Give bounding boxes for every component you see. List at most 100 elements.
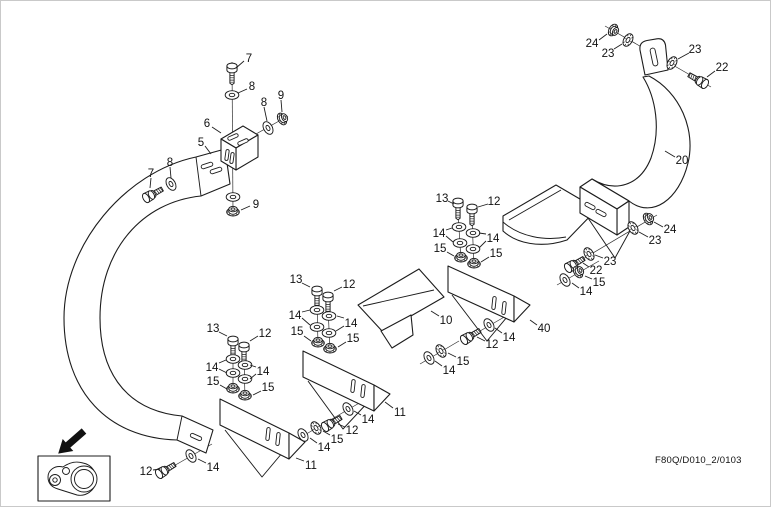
part-10-scoop [357,268,445,349]
part-40-plate [447,265,531,323]
bolt-icon [322,291,334,315]
mounting-slot [649,47,659,67]
mounting-slot [584,201,596,211]
part-label-13: 13 [207,323,220,335]
label-leader-line [309,437,318,444]
part-40-scoop [502,184,598,245]
part-label-23: 23 [604,256,617,268]
mounting-slot [265,427,271,441]
nut-icon [226,382,240,394]
part-label-14: 14 [503,332,516,344]
plate-lower-flanges [224,217,632,478]
label-leader-line [218,368,228,374]
part-label-11: 11 [305,460,317,472]
label-leader-line [653,221,664,228]
label-leader-line [664,150,676,158]
mounting-slot [209,166,223,175]
washer-icon [183,447,199,465]
label-leader-line [152,468,161,471]
label-leader-line [169,166,172,179]
part-label-7: 7 [246,53,252,65]
part-label-5: 5 [198,137,204,149]
label-leader-line [613,43,623,50]
part-label-15: 15 [347,333,360,345]
part-label-12: 12 [488,196,501,208]
label-leader-line [478,232,487,235]
label-leader-line [598,33,608,41]
part-label-13: 13 [436,193,449,205]
part-label-14: 14 [318,442,331,454]
washer-icon [237,360,253,370]
washer-icon [309,322,325,332]
mounting-slot [491,296,497,310]
part-label-15: 15 [490,248,503,260]
label-leader-line [584,275,593,280]
label-leader-line [494,327,503,334]
part-label-14: 14 [362,414,375,426]
label-leader-line [447,200,455,205]
washer-icon [452,238,468,248]
mounting-slot [595,208,607,218]
label-leader-line [218,331,228,337]
label-leader-line [301,309,311,313]
label-leader-line [430,310,440,317]
part-label-12: 12 [486,339,499,351]
bolt-icon [458,325,483,347]
part-label-14: 14 [443,365,456,377]
label-leader-line [445,235,454,243]
label-leader-line [301,317,311,326]
drive-belt-inset [37,428,111,502]
label-leader-line [353,410,362,416]
part-label-10: 10 [440,315,453,327]
label-leader-line [263,106,268,122]
label-leader-line [582,262,590,268]
label-leader-line [529,319,538,326]
nut-icon [640,210,657,227]
part-11-plate-left [219,398,306,460]
label-leader-line [445,227,453,231]
part-label-14: 14 [257,366,270,378]
label-leader-line [303,335,312,342]
bolt-icon [685,69,711,91]
bolt-icon [452,197,464,221]
washer-icon [260,119,276,137]
figure-code: F80Q/D010_2/0103 [655,455,742,466]
label-leader-line [249,364,257,368]
part-label-20: 20 [676,155,689,167]
lock-washer-icon [620,31,636,49]
mounting-slot [227,133,239,141]
label-leader-line [677,52,690,60]
mounting-slot [501,301,507,315]
label-leader-line [571,282,580,289]
lock-washer-icon [308,419,324,437]
washer-icon [481,316,497,334]
part-label-15: 15 [262,382,275,394]
part-label-15: 15 [434,243,447,255]
nut-icon [238,389,252,401]
nut-icon [467,257,481,269]
washer-icon [557,271,573,289]
mounting-slot [237,138,249,146]
part-label-12: 12 [346,425,359,437]
belt-drive-icon [47,461,98,496]
mounting-slot [189,432,203,442]
lock-washer-icon [433,342,449,360]
part-label-6: 6 [204,118,210,130]
label-leader-line [706,70,716,78]
washer-icon [321,311,337,321]
part-label-23: 23 [649,235,662,247]
mounting-slot [350,379,356,393]
label-leader-line [149,177,152,189]
label-leader-line [240,205,251,211]
part-label-23: 23 [602,48,615,60]
label-leader-line [295,457,305,462]
part-label-14: 14 [206,362,219,374]
label-leader-line [638,231,649,238]
label-leader-line [384,401,394,409]
mounting-slot [275,432,281,446]
label-leader-line [237,88,248,94]
label-leader-line [252,390,262,396]
